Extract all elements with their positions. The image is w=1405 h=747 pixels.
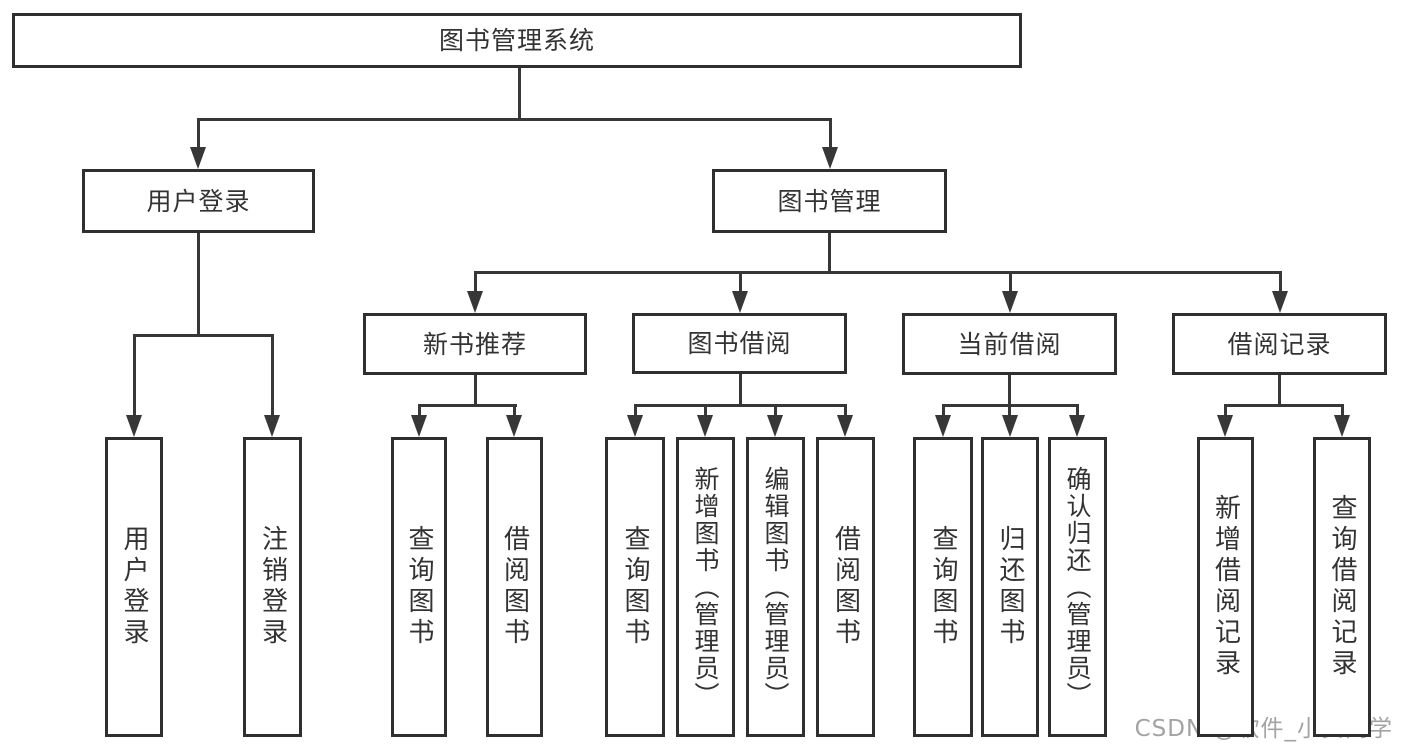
connector-line	[739, 271, 742, 295]
node-leaf-query-books-current: 查询图书	[913, 437, 973, 737]
node-label: 查询图书	[928, 525, 958, 649]
connector-line	[634, 404, 847, 407]
node-leaf-edit-books-admin: 编辑图书（管理员）	[746, 437, 805, 737]
arrowhead-icon	[1334, 415, 1350, 437]
connector-line	[474, 375, 477, 406]
node-label: 当前借阅	[957, 329, 1062, 359]
arrowhead-icon	[467, 291, 483, 313]
connector-line	[828, 233, 831, 273]
node-leaf-user-login: 用户登录	[105, 437, 163, 737]
connector-line	[518, 68, 521, 121]
connector-line	[418, 404, 517, 407]
node-new-book-recommend: 新书推荐	[363, 313, 587, 375]
node-label: 编辑图书（管理员）	[761, 465, 790, 709]
node-label: 图书管理	[777, 186, 882, 216]
connector-line	[774, 404, 777, 418]
node-leaf-borrow-books-recommend: 借阅图书	[486, 437, 543, 737]
arrowhead-icon	[627, 415, 643, 437]
connector-line	[197, 118, 832, 121]
connector-line	[271, 334, 274, 419]
node-leaf-borrow-books-borrowing: 借阅图书	[816, 437, 875, 737]
node-label: 归还图书	[995, 525, 1025, 649]
arrowhead-icon	[767, 415, 783, 437]
node-label: 借阅图书	[830, 525, 861, 649]
node-leaf-query-borrow-record: 查询借阅记录	[1313, 437, 1371, 737]
node-label: 查询借阅记录	[1327, 494, 1357, 680]
connector-line	[513, 404, 516, 418]
connector-line	[1278, 375, 1281, 407]
arrowhead-icon	[822, 147, 838, 169]
node-label: 确认归还（管理员）	[1063, 465, 1092, 709]
node-label: 用户登录	[119, 525, 149, 649]
connector-line	[418, 404, 421, 418]
node-book-management: 图书管理	[712, 169, 947, 233]
arrowhead-icon	[1002, 291, 1018, 313]
arrowhead-icon	[126, 415, 142, 437]
arrowhead-icon	[1272, 291, 1288, 313]
connector-line	[1008, 375, 1011, 406]
arrowhead-icon	[190, 147, 206, 169]
connector-line	[197, 118, 200, 156]
connector-line	[942, 404, 945, 418]
node-leaf-query-books-recommend: 查询图书	[391, 437, 447, 737]
connector-line	[704, 404, 707, 418]
node-leaf-query-books-borrowing: 查询图书	[605, 437, 665, 737]
arrowhead-icon	[732, 291, 748, 313]
arrowhead-icon	[1002, 415, 1018, 437]
node-borrowing-records: 借阅记录	[1172, 313, 1387, 375]
node-current-borrowing: 当前借阅	[902, 313, 1117, 375]
arrowhead-icon	[264, 415, 280, 437]
node-leaf-add-borrow-record: 新增借阅记录	[1197, 437, 1254, 737]
node-label: 注销登录	[257, 525, 288, 649]
connector-line	[634, 404, 637, 418]
arrowhead-icon	[697, 415, 713, 437]
connector-line	[1224, 404, 1227, 418]
arrowhead-icon	[837, 415, 853, 437]
arrowhead-icon	[1069, 415, 1085, 437]
node-label: 新增借阅记录	[1210, 494, 1241, 680]
arrowhead-icon	[506, 415, 522, 437]
connector-line	[739, 374, 742, 406]
arrowhead-icon	[935, 415, 951, 437]
connector-line	[1224, 404, 1344, 407]
node-label: 查询图书	[620, 525, 650, 649]
node-label: 用户登录	[146, 186, 251, 216]
connector-line	[133, 334, 136, 419]
connector-line	[474, 271, 1282, 274]
node-book-borrowing: 图书借阅	[632, 313, 847, 374]
connector-line	[1076, 404, 1079, 418]
node-label: 借阅记录	[1227, 329, 1332, 359]
node-user-login: 用户登录	[82, 169, 315, 233]
connector-line	[829, 118, 832, 156]
node-label: 图书管理系统	[438, 26, 595, 55]
node-leaf-add-books-admin: 新增图书（管理员）	[676, 437, 735, 737]
connector-line	[1279, 271, 1282, 295]
connector-line	[474, 271, 477, 295]
connector-line	[1009, 271, 1012, 295]
connector-line	[1008, 404, 1011, 418]
node-label: 查询图书	[404, 525, 434, 649]
arrowhead-icon	[1217, 415, 1233, 437]
node-label: 新增图书（管理员）	[691, 465, 720, 709]
node-root: 图书管理系统	[12, 13, 1022, 68]
connector-line	[133, 334, 274, 337]
connector-line	[197, 233, 200, 337]
node-leaf-return-books: 归还图书	[981, 437, 1039, 737]
connector-line	[1341, 404, 1344, 418]
node-label: 新书推荐	[422, 329, 527, 359]
node-label: 图书借阅	[687, 329, 792, 358]
node-leaf-confirm-return-admin: 确认归还（管理员）	[1048, 437, 1107, 737]
node-label: 借阅图书	[499, 525, 530, 649]
arrowhead-icon	[411, 415, 427, 437]
connector-line	[844, 404, 847, 418]
node-leaf-logout: 注销登录	[243, 437, 302, 737]
